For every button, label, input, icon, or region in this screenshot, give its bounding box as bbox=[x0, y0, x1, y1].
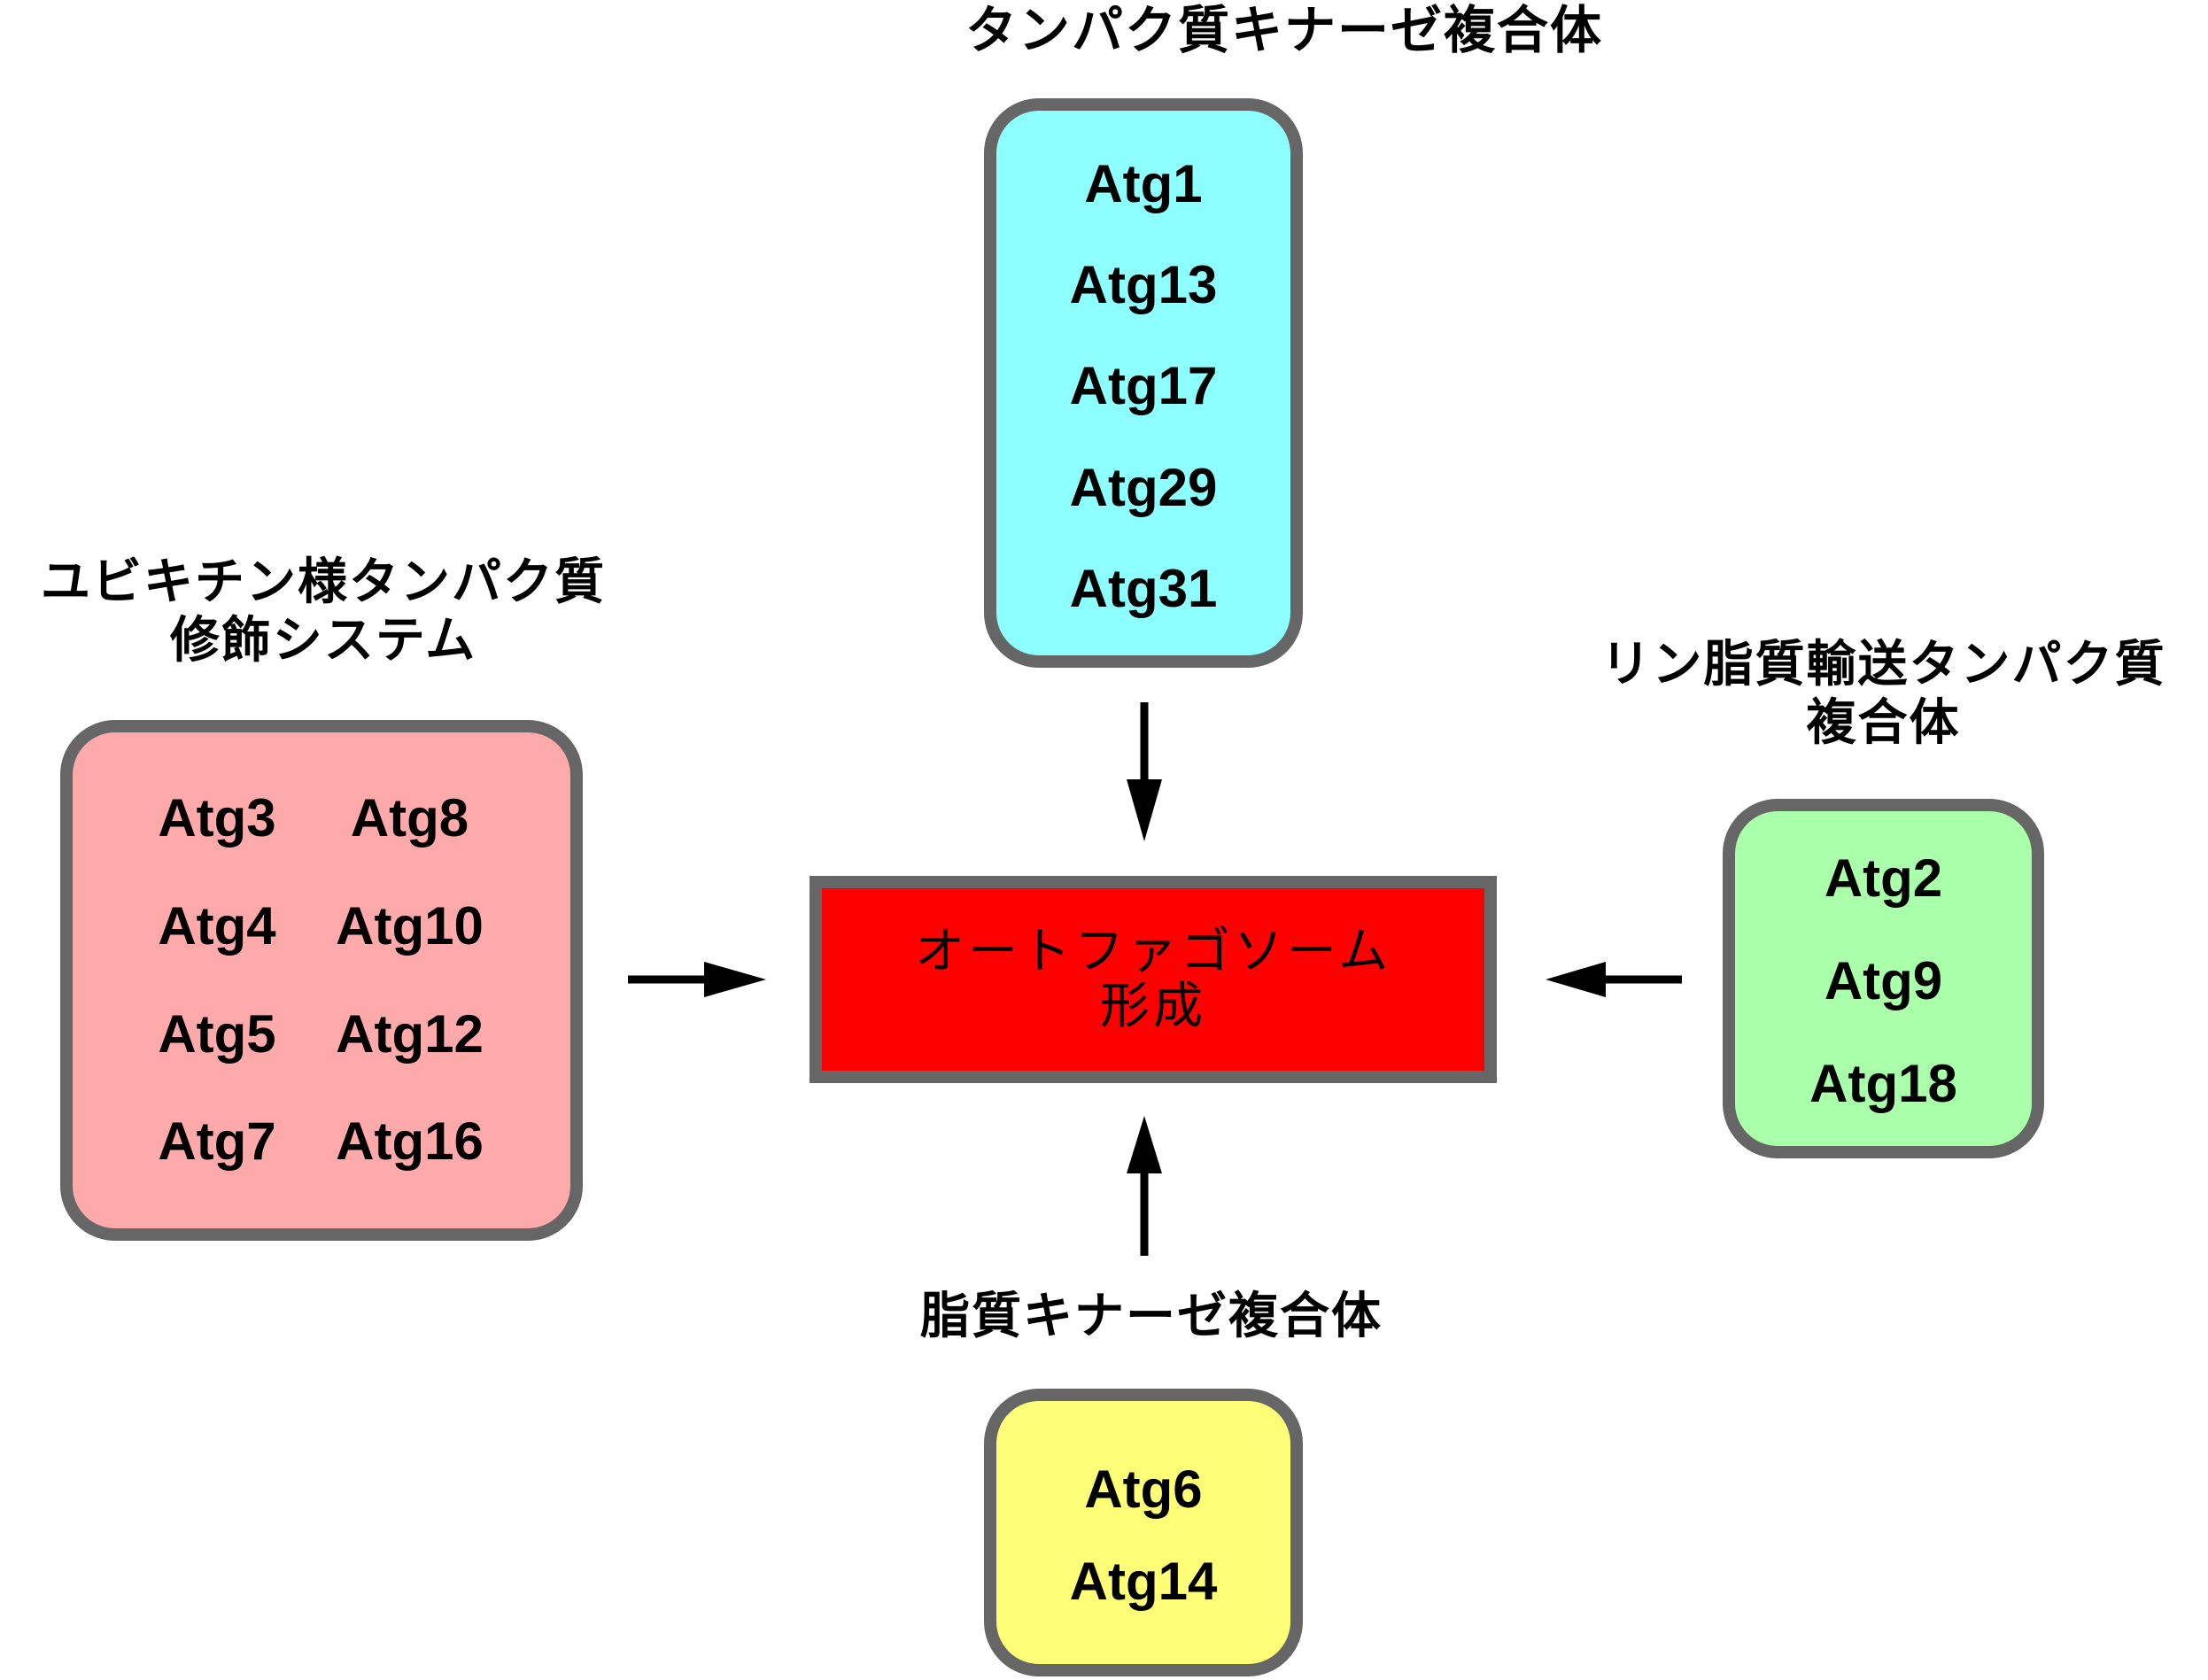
gene-atg18: Atg18 bbox=[1809, 1054, 1957, 1113]
protein-kinase-box bbox=[984, 98, 1303, 668]
gene-atg13: Atg13 bbox=[1069, 255, 1218, 314]
gene-atg31: Atg31 bbox=[1069, 559, 1218, 618]
lipid-transfer-title-line2: 複合体 bbox=[1806, 694, 1961, 753]
gene-atg12: Atg12 bbox=[336, 1004, 484, 1064]
autophagosome-formation-box: オートファゴソーム 形成 bbox=[810, 876, 1497, 1083]
gene-atg3: Atg3 bbox=[158, 788, 276, 848]
gene-atg6: Atg6 bbox=[1084, 1459, 1203, 1519]
arrow-left-from-lipid-transfer bbox=[1546, 962, 1682, 997]
center-label-line2: 形成 bbox=[1100, 978, 1206, 1035]
gene-atg1: Atg1 bbox=[1084, 154, 1203, 213]
gene-atg17: Atg17 bbox=[1069, 356, 1218, 415]
gene-atg7: Atg7 bbox=[158, 1111, 276, 1171]
lipid-transfer-title-line1: リン脂質輸送タンパク質 bbox=[1600, 636, 2166, 693]
gene-atg5: Atg5 bbox=[158, 1004, 276, 1064]
gene-atg16: Atg16 bbox=[336, 1111, 484, 1171]
gene-atg4: Atg4 bbox=[158, 896, 276, 956]
arrow-up-from-lipid-kinase bbox=[1127, 1116, 1162, 1256]
lipid-transfer-box bbox=[1723, 799, 2044, 1158]
gene-atg14: Atg14 bbox=[1069, 1552, 1218, 1611]
ubiquitin-box bbox=[60, 720, 583, 1241]
gene-atg8: Atg8 bbox=[350, 788, 469, 848]
gene-atg9: Atg9 bbox=[1824, 951, 1943, 1010]
gene-atg2: Atg2 bbox=[1824, 848, 1943, 908]
center-label-line1: オートファゴソーム bbox=[914, 923, 1392, 981]
arrow-down-from-protein-kinase bbox=[1127, 702, 1162, 841]
lipid-kinase-box bbox=[984, 1389, 1303, 1676]
lipid-transfer-title: リン脂質輸送タンパク質 複合体 bbox=[1559, 636, 2208, 753]
arrow-right-from-ubiquitin bbox=[628, 962, 766, 997]
ubiquitin-title-line2: 修飾システム bbox=[169, 612, 477, 670]
ubiquitin-title: ユビキチン様タンパク質 修飾システム bbox=[0, 554, 647, 670]
gene-atg29: Atg29 bbox=[1069, 458, 1218, 517]
ubiquitin-title-line1: ユビキチン様タンパク質 bbox=[41, 554, 606, 611]
lipid-kinase-title: 脂質キナーゼ複合体 bbox=[920, 1288, 1383, 1345]
gene-atg10: Atg10 bbox=[336, 896, 484, 956]
